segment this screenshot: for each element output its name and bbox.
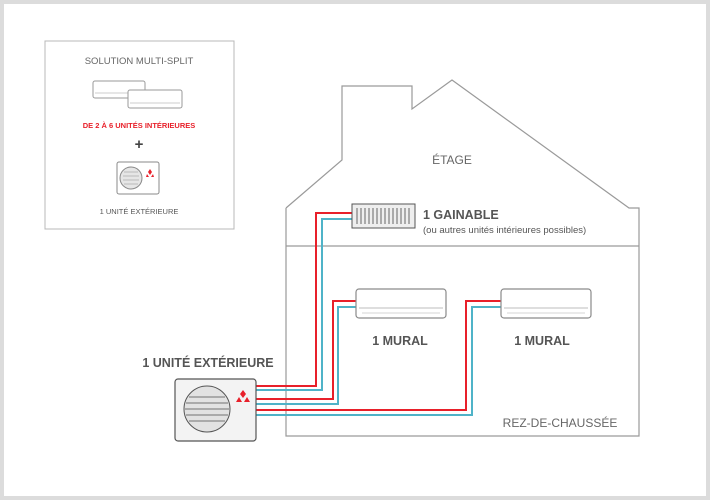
legend-outdoor-caption: 1 UNITÉ EXTÉRIEURE [100,207,179,216]
ground-floor-label: REZ-DE-CHAUSSÉE [503,415,618,430]
outdoor-unit-title: 1 UNITÉ EXTÉRIEURE [142,355,273,370]
multisplit-diagram: SOLUTION MULTI-SPLIT DE 2 À 6 UNITÉS INT… [44,40,640,442]
brand-logo-icon [236,390,250,402]
legend-box: SOLUTION MULTI-SPLIT DE 2 À 6 UNITÉS INT… [44,40,235,230]
legend-wall-units-icon [92,80,183,109]
wall-unit-right-icon [500,288,592,319]
upper-floor-label: ÉTAGE [432,152,472,167]
legend-plus: + [135,136,144,153]
legend-indoor-range: DE 2 À 6 UNITÉS INTÉRIEURES [83,121,196,130]
wall-unit-left-icon [355,288,447,319]
outdoor-unit-icon [174,378,257,442]
legend-title: SOLUTION MULTI-SPLIT [85,56,194,67]
wall-unit-right-label: 1 MURAL [514,334,570,348]
house-outline [285,79,640,437]
wall-unit-left-label: 1 MURAL [372,334,428,348]
ducted-unit-note: (ou autres unités intérieures possibles) [423,225,586,236]
ducted-unit-title: 1 GAINABLE [423,208,499,222]
legend-outdoor-unit-icon [116,161,160,195]
refrigerant-pipes [256,212,501,416]
diagram-frame: SOLUTION MULTI-SPLIT DE 2 À 6 UNITÉS INT… [4,4,706,496]
ducted-unit-icon [351,203,416,229]
